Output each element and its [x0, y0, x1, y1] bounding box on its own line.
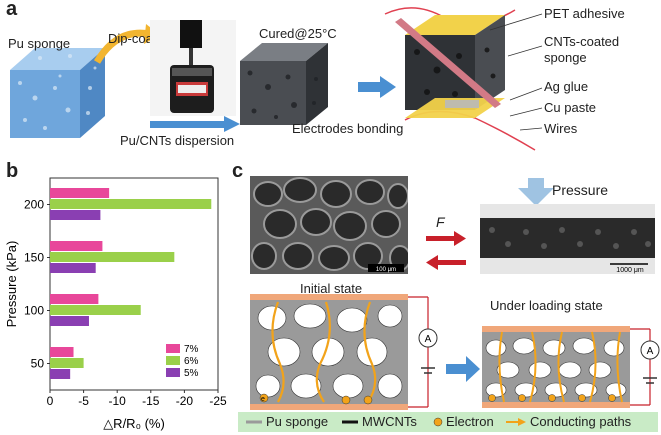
legend-symbols [246, 417, 526, 427]
legend-cnts-1: CNTs-coated [544, 34, 620, 49]
assembly-callouts [489, 13, 543, 131]
bar-7pct-50 [50, 347, 74, 357]
ammeter-loading: A [647, 346, 654, 357]
sem-scale: 100 μm [376, 267, 396, 273]
bar-6pct-200 [50, 199, 212, 209]
x-axis-label: △R/R₀ (%) [103, 416, 165, 431]
legend-label-7pct: 7% [184, 344, 199, 355]
bar-5pct-200 [50, 210, 101, 220]
legend-wires: Wires [544, 121, 578, 136]
legend-conducting-paths: Conducting paths [530, 414, 632, 429]
sem-image: 100 μm [250, 176, 408, 274]
bar-5pct-50 [50, 369, 71, 379]
device-assembly [384, 7, 536, 151]
ammeter-initial: A [425, 334, 432, 345]
x-tick--25: -25 [209, 394, 227, 408]
x-tick--20: -20 [176, 394, 194, 408]
legend-swatch-6pct [166, 356, 180, 365]
x-tick--5: -5 [78, 394, 89, 408]
loading-state-schematic: A [482, 326, 660, 408]
panel-c-legend [238, 412, 658, 432]
force-arrows [426, 231, 466, 270]
compressed-photo: 1000 μm [480, 204, 655, 274]
pressure-arrow [518, 178, 554, 206]
cured-label: Cured@25°C [259, 26, 337, 41]
initial-state-label: Initial state [300, 281, 363, 296]
state-transition-arrow [446, 356, 480, 382]
bar-5pct-150 [50, 263, 96, 273]
legend-cu: Cu paste [544, 100, 597, 115]
x-tick-0: 0 [47, 394, 54, 408]
pu-sponge-label: Pu sponge [8, 36, 71, 51]
chart-frame [49, 177, 219, 391]
legend-ag: Ag glue [544, 79, 589, 94]
legend-pet: PET adhesive [544, 6, 625, 21]
bar-7pct-150 [50, 241, 103, 251]
process-arrow-1 [150, 116, 240, 132]
legend-swatch-5pct [166, 368, 180, 377]
bar-7pct-100 [50, 294, 99, 304]
bar-5pct-100 [50, 316, 89, 326]
force-label: F [436, 214, 445, 230]
bonding-label: Electrodes bonding [292, 121, 404, 136]
legend-electron: Electron [446, 414, 494, 429]
pressure-response-chart: 50 100 150 200 0 -5 -10 -15 -20 -25 7%6%5% Press… [4, 177, 227, 431]
y-tick-150: 150 [24, 251, 44, 265]
legend-label-5pct: 5% [184, 368, 199, 379]
legend-label-6pct: 6% [184, 356, 199, 367]
legend-cnts-2: sponge [544, 50, 587, 65]
bar-6pct-100 [50, 305, 141, 315]
legend-swatch-7pct [166, 344, 180, 353]
vial-photo [150, 20, 236, 116]
photo-scale: 1000 μm [616, 267, 644, 274]
y-tick-50: 50 [31, 357, 45, 371]
y-tick-100: 100 [24, 304, 44, 318]
pressure-label: Pressure [552, 182, 609, 198]
legend-pu-sponge: Pu sponge [266, 414, 329, 429]
y-tick-200: 200 [24, 198, 44, 212]
x-tick--10: -10 [109, 394, 127, 408]
bar-7pct-200 [50, 188, 110, 198]
panel-b-letter: b [6, 160, 19, 182]
panel-c-letter: c [232, 160, 244, 182]
initial-state-schematic: e A [250, 294, 438, 410]
pu-sponge-cube [10, 48, 105, 138]
bar-6pct-50 [50, 358, 84, 368]
loading-state-label: Under loading state [490, 298, 603, 313]
cured-sponge-cube [240, 43, 328, 125]
dispersion-label: Pu/CNTs dispersion [120, 133, 235, 148]
electron-symbol-initial: e [261, 396, 265, 403]
x-tick--15: -15 [142, 394, 160, 408]
panel-a-letter: a [6, 0, 18, 20]
y-axis-label: Pressure (kPa) [4, 241, 19, 328]
legend-mwcnts: MWCNTs [362, 414, 417, 429]
process-arrow-2 [358, 76, 396, 98]
bar-6pct-150 [50, 252, 175, 262]
